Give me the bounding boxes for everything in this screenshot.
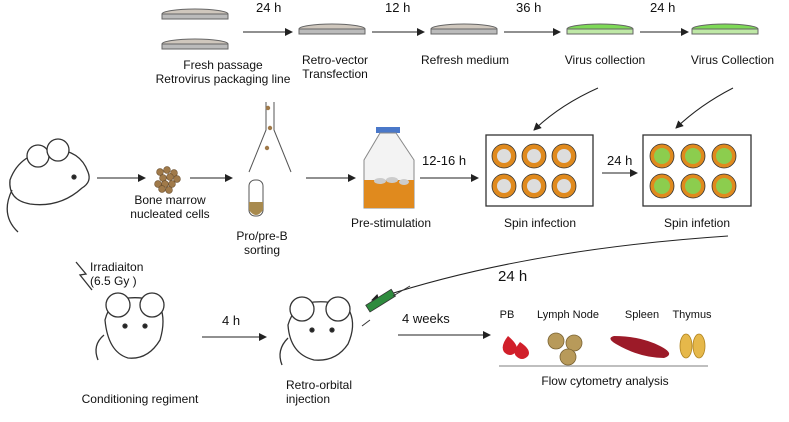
- petri-dish-icon: [430, 23, 498, 35]
- time-label: 24 h: [498, 268, 528, 285]
- arrow: [675, 87, 734, 129]
- lightning-icon: [75, 261, 93, 291]
- time-label: 12 h: [385, 0, 411, 15]
- pb-label: PB: [499, 309, 515, 321]
- irradiation-label-2: (6.5 Gy ): [90, 274, 137, 288]
- time-label: 12-16 h: [422, 153, 467, 168]
- syringe-icon: [361, 285, 411, 327]
- thymus-icon: [679, 333, 706, 359]
- step-label: Retro-orbital injection: [286, 378, 376, 406]
- refresh-label: Refresh medium: [420, 53, 510, 67]
- sort-label-2: sorting: [243, 243, 281, 257]
- petri-dish-icon: [161, 8, 229, 50]
- conditioning-label: Conditioning regiment: [81, 392, 199, 406]
- mouse-icon: [279, 296, 354, 366]
- retro-label-2: injection: [286, 392, 331, 406]
- mouse-icon: [95, 292, 165, 361]
- thymus-label: Thymus: [672, 309, 712, 321]
- virus-dish-icon: [691, 23, 759, 35]
- transfection-label-2: Transfection: [302, 67, 368, 81]
- petri-dish-icon: [298, 23, 366, 35]
- time-label: 24 h: [607, 153, 633, 168]
- step-label: Pro/pre-B sorting: [222, 229, 302, 257]
- time-label: 24 h: [256, 0, 282, 15]
- spleen-icon: [610, 336, 670, 358]
- blood-drop-icon: [502, 336, 529, 359]
- spin-label: Spin infection: [503, 216, 577, 230]
- spin-label-2: Spin infetion: [663, 216, 731, 230]
- step-label: Bone marrow nucleated cells: [120, 193, 220, 221]
- flow-label: Flow cytometry analysis: [541, 374, 669, 388]
- step-label: Fresh passage Retrovirus packaging line: [148, 58, 298, 86]
- lymph-node-icon: [547, 332, 583, 366]
- bm-label-2: nucleated cells: [130, 207, 210, 221]
- arrow: [533, 87, 599, 131]
- culture-flask-icon: [363, 127, 415, 209]
- virus-collection-label: Virus collection: [564, 53, 646, 67]
- cell-cluster-icon: [154, 166, 181, 194]
- spleen-label: Spleen: [624, 309, 660, 321]
- prestim-label: Pre-stimulation: [350, 216, 432, 230]
- bm-label-1: Bone marrow: [134, 193, 206, 207]
- lymph-label: Lymph Node: [537, 309, 599, 321]
- well-plate-icon: [642, 134, 752, 207]
- tube-icon: [248, 179, 264, 217]
- well-plate-icon: [485, 134, 594, 207]
- sorting-funnel-icon: [248, 102, 292, 199]
- time-label: 36 h: [516, 0, 542, 15]
- virus-dish-icon: [566, 23, 634, 35]
- arrow: [371, 235, 729, 302]
- sort-label-1: Pro/pre-B: [236, 229, 288, 243]
- retro-label-1: Retro-orbital: [286, 378, 353, 392]
- mouse-icon: [6, 138, 90, 233]
- step-label: Irradiaiton (6.5 Gy ): [90, 260, 190, 288]
- step-label: Retro-vector Transfection: [285, 53, 385, 81]
- time-label: 4 weeks: [402, 311, 450, 326]
- time-label: 24 h: [650, 0, 676, 15]
- source-label-1: Fresh passage: [183, 58, 263, 72]
- virus-collection-label-2: Virus Collection: [690, 53, 775, 67]
- time-label: 4 h: [222, 313, 241, 328]
- transfection-label-1: Retro-vector: [301, 53, 369, 67]
- source-label-2: Retrovirus packaging line: [155, 72, 291, 86]
- irradiation-label-1: Irradiaiton: [90, 260, 144, 274]
